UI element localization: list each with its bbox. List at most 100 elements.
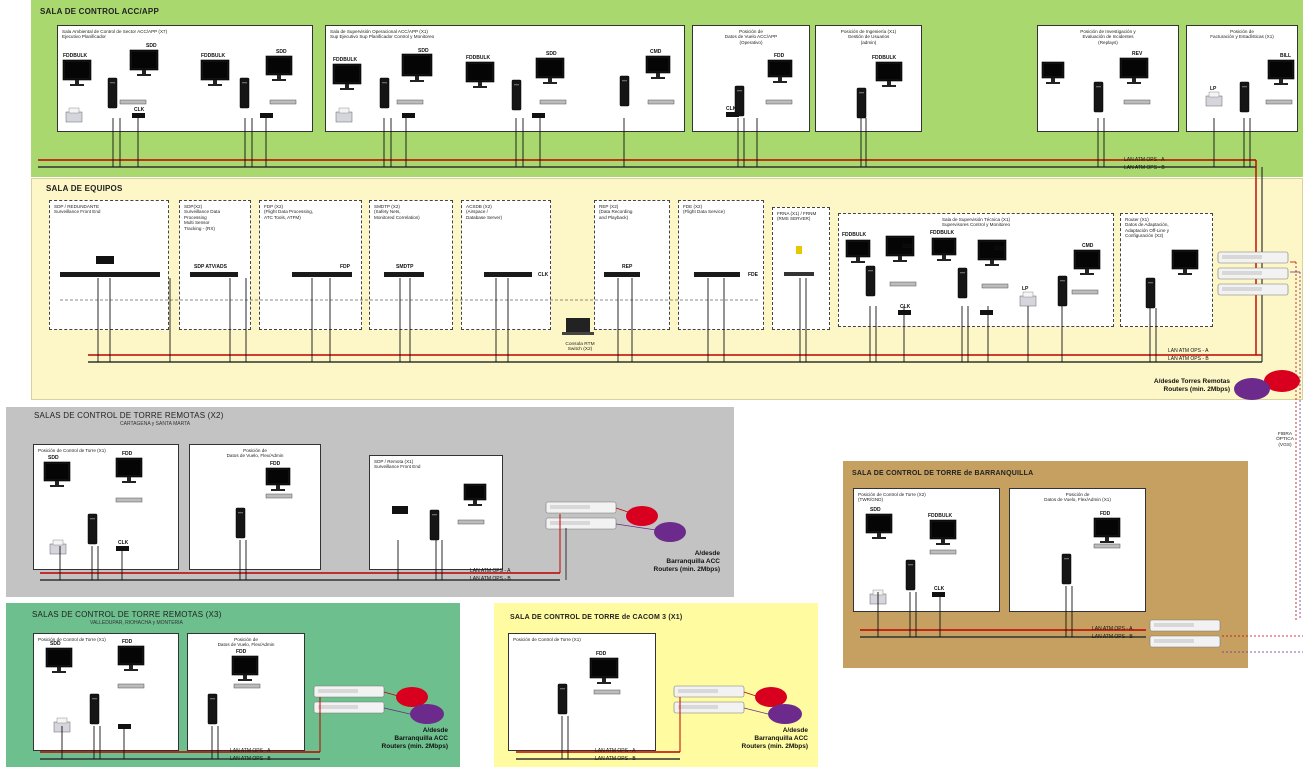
monitor-base [1080, 273, 1094, 275]
workstation-tower-icon [856, 87, 867, 119]
monitor-stand [213, 80, 217, 84]
device-tag: FDDBULK [872, 55, 897, 61]
monitor-base [1274, 83, 1288, 85]
monitor-base [937, 259, 951, 261]
tower-detail [859, 92, 864, 94]
device-tag: FDE [748, 272, 759, 278]
monitor-stand [887, 81, 891, 85]
monitor-stand [778, 77, 782, 81]
clock-icon [898, 310, 911, 315]
monitor-screen [268, 470, 288, 483]
device-tag: FDD [270, 461, 281, 467]
workstation-tower-icon [1145, 277, 1156, 309]
tower-detail [382, 82, 387, 84]
monitor-stand [1085, 269, 1089, 273]
monitor-screen [932, 522, 954, 537]
acc-box-facturacion: Posición de Facturación y Estadísticas (… [1186, 25, 1298, 132]
monitor-screen [46, 464, 68, 479]
keyboard-icon [889, 281, 917, 287]
device-tag: SDD [48, 455, 59, 461]
monitor-screen [203, 62, 227, 78]
router-link [615, 523, 657, 531]
keyboard-icon [539, 99, 567, 105]
acc-box-ingenieria: Posición de Ingeniería (X1) Gestión de U… [815, 25, 922, 132]
monitor-base [1127, 82, 1141, 84]
workstation-tower-icon [511, 79, 522, 111]
switch-ports [1222, 255, 1262, 259]
equipos-box-fdp: FDP (X2) (Flight Data Processing, ATC To… [259, 200, 362, 330]
workstation-tower-icon [239, 77, 250, 109]
monitor-stand [898, 256, 902, 260]
zone-title-cacom: SALA DE CONTROL DE TORRE de CACOM 3 (X1) [510, 614, 683, 621]
monitor-screen [1096, 520, 1118, 535]
lan-label-bq-a: LAN ATM OPS - A [1092, 626, 1133, 632]
monitor-stand [57, 667, 61, 671]
monitor-screen [1076, 252, 1098, 267]
device-tag: REV [1132, 51, 1143, 57]
laptop-base-icon [562, 332, 594, 335]
keyboard-icon [1093, 543, 1121, 549]
keyboard-icon [117, 683, 145, 689]
device-tag: FDD [596, 651, 607, 657]
lan-label-r2-b: LAN ATM OPS - B [470, 576, 511, 582]
router-link-purple-torres [1234, 378, 1270, 400]
device-tag: SDD [50, 641, 61, 647]
monitor-stand [142, 70, 146, 74]
keyboard-icon [396, 99, 424, 105]
device-tag: CLK [134, 107, 145, 113]
keyboard-icon [457, 519, 485, 525]
clock-icon [132, 113, 145, 118]
printer-icon [335, 111, 353, 123]
switch-ports [1222, 287, 1262, 291]
tower-detail [737, 90, 742, 92]
monitor-stand [127, 477, 131, 481]
lan-label-cacom-a: LAN ATM OPS - A [595, 748, 636, 754]
tower-detail [908, 564, 913, 566]
monitor-screen [888, 238, 912, 254]
monitor-screen [868, 516, 890, 531]
workstation-tower-icon [1239, 81, 1250, 113]
keyboard-icon [265, 493, 293, 499]
device-tag: FDDBULK [333, 57, 358, 63]
monitor-stand [990, 260, 994, 264]
indicator-icon [796, 246, 802, 254]
workstation-tower-icon [1057, 275, 1068, 307]
server-rack-icon [484, 272, 532, 277]
monitor-screen [770, 62, 790, 75]
monitor-base [272, 79, 286, 81]
monitor-base [238, 679, 252, 681]
tower-detail [110, 82, 115, 84]
monitor-stand [1132, 78, 1136, 82]
equipos-box-sdp: SDP(X2) Surveillance Data Processing Mul… [179, 200, 251, 330]
zone-title-remotas-x3: SALAS DE CONTROL DE TORRE REMOTAS (X3) [32, 610, 222, 619]
tower-detail [1060, 280, 1065, 282]
device-tag: SDD [902, 244, 913, 250]
tower-detail [1242, 86, 1247, 88]
device-tag: SDD [546, 51, 557, 57]
monitor-stand [656, 73, 660, 77]
device-tag: BILL [1280, 53, 1291, 59]
keyboard-icon [1265, 99, 1293, 105]
monitor-screen [118, 460, 140, 475]
tower-detail [560, 688, 565, 690]
cacom-box-control-torre: Posición de Control de Torre (X1) [508, 633, 656, 751]
monitor-base [473, 86, 487, 88]
r2-box-datos-vuelo: Posición de Datos de Vuelo, Flex/Admin [189, 444, 321, 570]
workstation-tower-icon [1061, 553, 1072, 585]
device-tag: CLK [900, 304, 911, 310]
device-tag: FDD [774, 53, 785, 59]
keyboard-icon [765, 99, 793, 105]
equipos-box-smdtp: SMDTP (X2) (Safety Nets, Monitored Corre… [369, 200, 453, 330]
acc-box-investigacion: Posición de Investigación y Evaluación d… [1037, 25, 1179, 132]
device-tag: REP [622, 264, 633, 270]
keyboard-icon [115, 497, 143, 503]
clock-icon [116, 546, 129, 551]
r3-box-datos-vuelo: Posición de Datos de Vuelo, Flex/Admin [187, 633, 305, 751]
monitor-base [851, 261, 865, 263]
device-tag: FDDBULK [466, 55, 491, 61]
device-tag: FDD [1100, 511, 1111, 517]
monitor-stand [243, 675, 247, 679]
keyboard-icon [119, 99, 147, 105]
monitor-base [872, 537, 886, 539]
monitor-stand [473, 500, 477, 504]
